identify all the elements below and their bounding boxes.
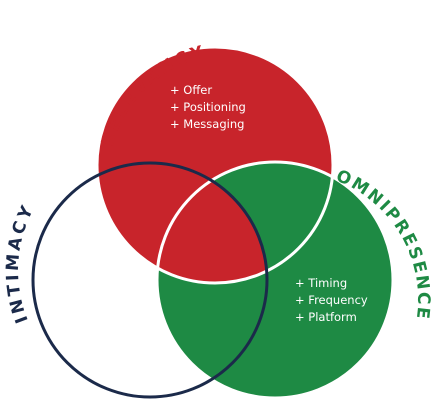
circle-outlines [95,45,395,400]
intimacy-outline [31,161,269,399]
omnipresence-items: + Timing + Frequency + Platform [295,276,368,324]
omnipresence-item: + Frequency [295,293,368,307]
relevancy-item: + Messaging [170,117,244,131]
omnipresence-item: + Timing [295,276,347,290]
relevancy-items: + Offer + Positioning + Messaging [170,83,246,131]
relevancy-item: + Offer [170,83,212,97]
omnipresence-item: + Platform [295,310,357,324]
relevancy-item: + Positioning [170,100,246,114]
